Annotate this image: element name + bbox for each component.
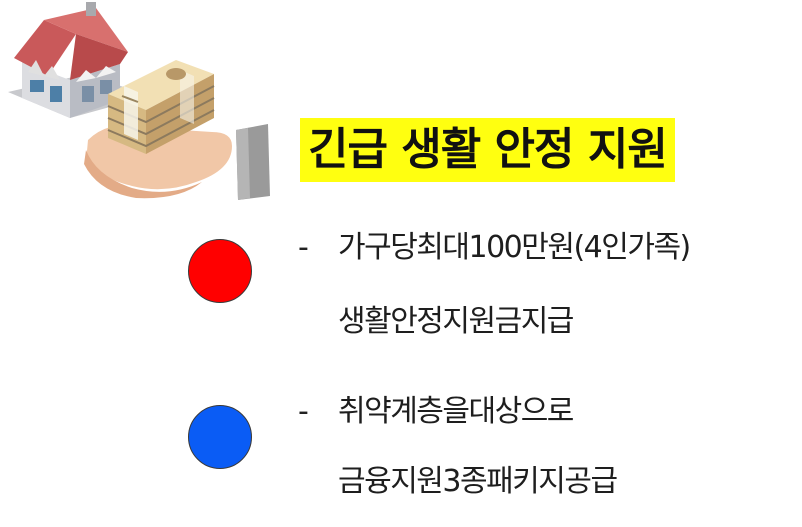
money-stack-icon [107, 60, 215, 154]
page-title: 긴급 생활 안정 지원 [300, 118, 675, 182]
illustration [8, 2, 270, 200]
red-bullet-icon [188, 239, 252, 303]
item-1-line-2: 생활안정지원금지급 [338, 304, 574, 339]
hand-icon [84, 124, 270, 200]
dash-marker: - [298, 230, 309, 265]
item-1-line-1: 가구당최대100만원(4인가족) [338, 230, 691, 265]
blue-bullet-icon [188, 405, 252, 469]
item-2-line-2: 금융지원3종패키지공급 [338, 464, 618, 499]
dash-marker: - [298, 394, 309, 429]
item-2-line-1: 취약계층을대상으로 [338, 394, 574, 429]
house-icon [8, 2, 150, 118]
